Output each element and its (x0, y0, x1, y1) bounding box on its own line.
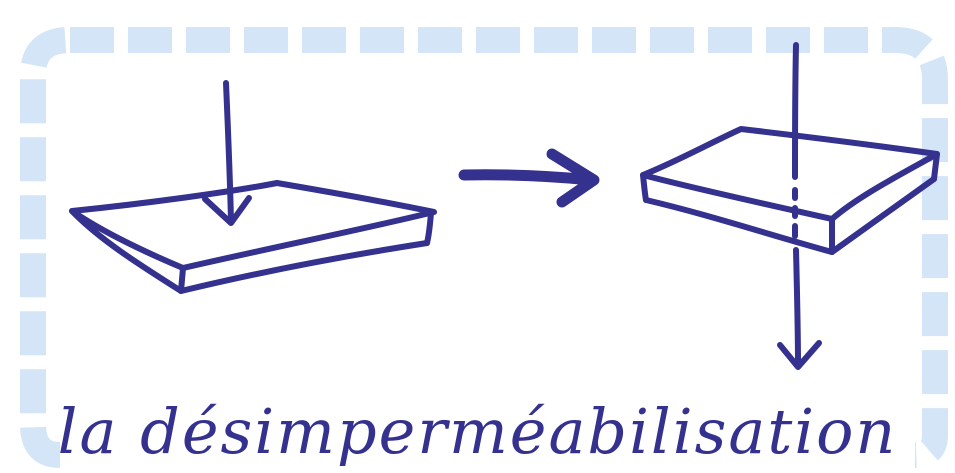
left-slab-edge-front (69, 208, 184, 294)
transition-arrow-shaft (458, 169, 598, 186)
caption-title: la désimperméabilisation (57, 395, 898, 468)
right-slab-edge-right (931, 151, 940, 182)
right-water-line-bottom (793, 247, 801, 369)
transition-arrowhead (546, 148, 600, 208)
left-water-arrow-shaft (223, 80, 234, 225)
impermeable-panel (69, 80, 437, 294)
right-water-arrowhead (777, 340, 822, 370)
right-water-line-top (792, 42, 799, 180)
right-slab-edge-front (640, 172, 649, 203)
right-slab-bottom-front (643, 197, 835, 255)
left-slab-edge-right (424, 210, 434, 246)
dashed-frame (19, 27, 948, 468)
left-water-arrowhead (202, 195, 252, 226)
left-slab-bottom (178, 240, 430, 294)
left-slab-corner (178, 265, 186, 294)
right-slab-bottom-back (829, 176, 937, 255)
permeable-panel (640, 42, 940, 370)
transition-arrow (458, 148, 600, 208)
left-slab-top (69, 180, 437, 271)
